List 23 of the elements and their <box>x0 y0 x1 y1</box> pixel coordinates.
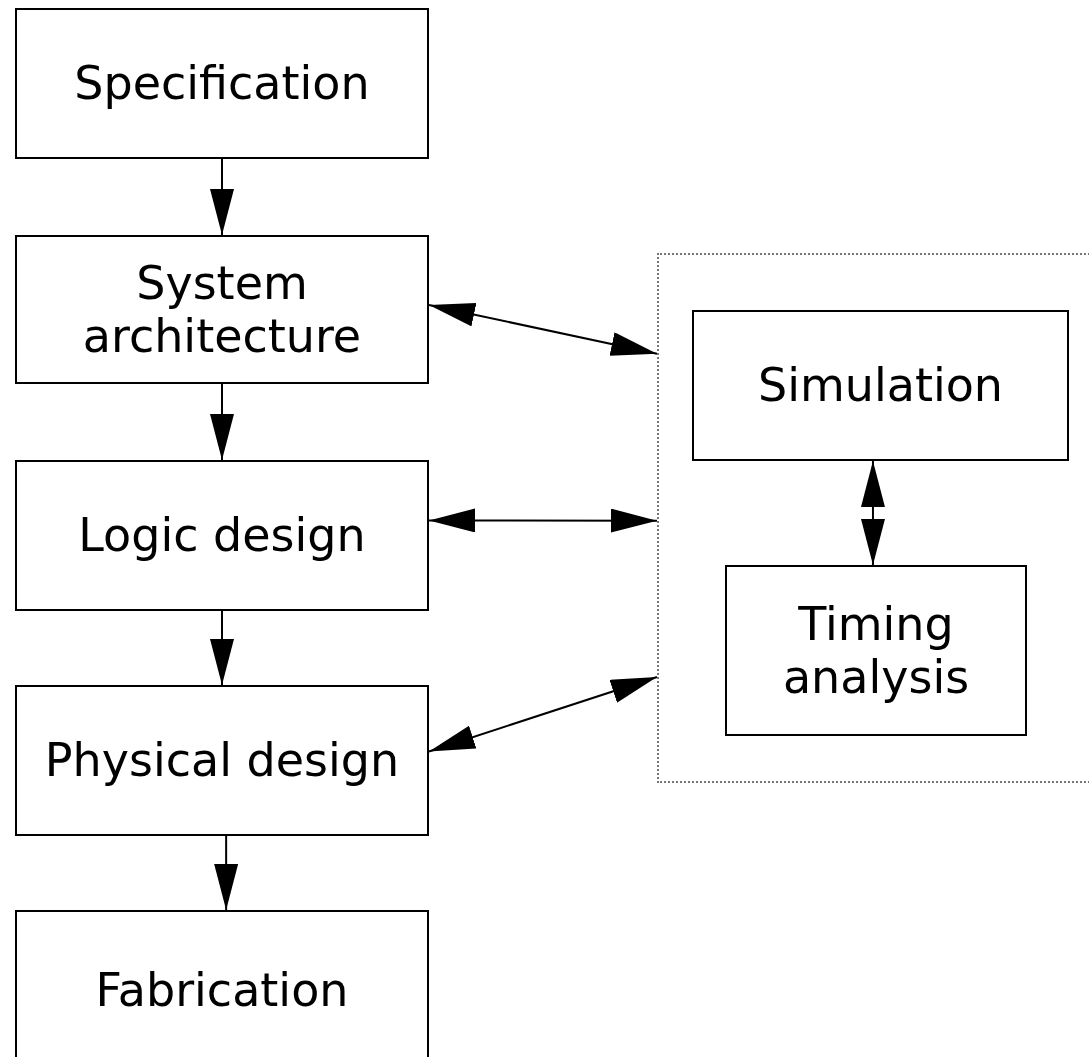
arrow <box>210 158 234 236</box>
arrow <box>210 383 234 461</box>
box-label: Fabrication <box>95 963 349 1017</box>
process-box <box>15 8 429 159</box>
arrow <box>860 460 885 566</box>
box-label: Physical design <box>44 734 400 787</box>
process-box <box>692 310 1069 461</box>
process-box <box>15 460 429 611</box>
arrow <box>210 610 234 686</box>
arrow <box>428 508 658 533</box>
process-box <box>15 910 429 1057</box>
process-box <box>725 565 1027 736</box>
box-label: Simulation <box>758 359 1003 412</box>
box-label: Timing analysis <box>781 597 971 704</box>
box-label: Logic design <box>78 509 366 562</box>
process-box <box>15 685 429 836</box>
arrow <box>428 676 658 753</box>
process-box <box>15 235 429 384</box>
arrow <box>214 835 239 911</box>
dotted-group-box <box>657 253 1089 783</box>
arrow <box>428 302 658 356</box>
box-label: System architecture <box>81 256 363 363</box>
box-label: Specification <box>74 57 370 110</box>
